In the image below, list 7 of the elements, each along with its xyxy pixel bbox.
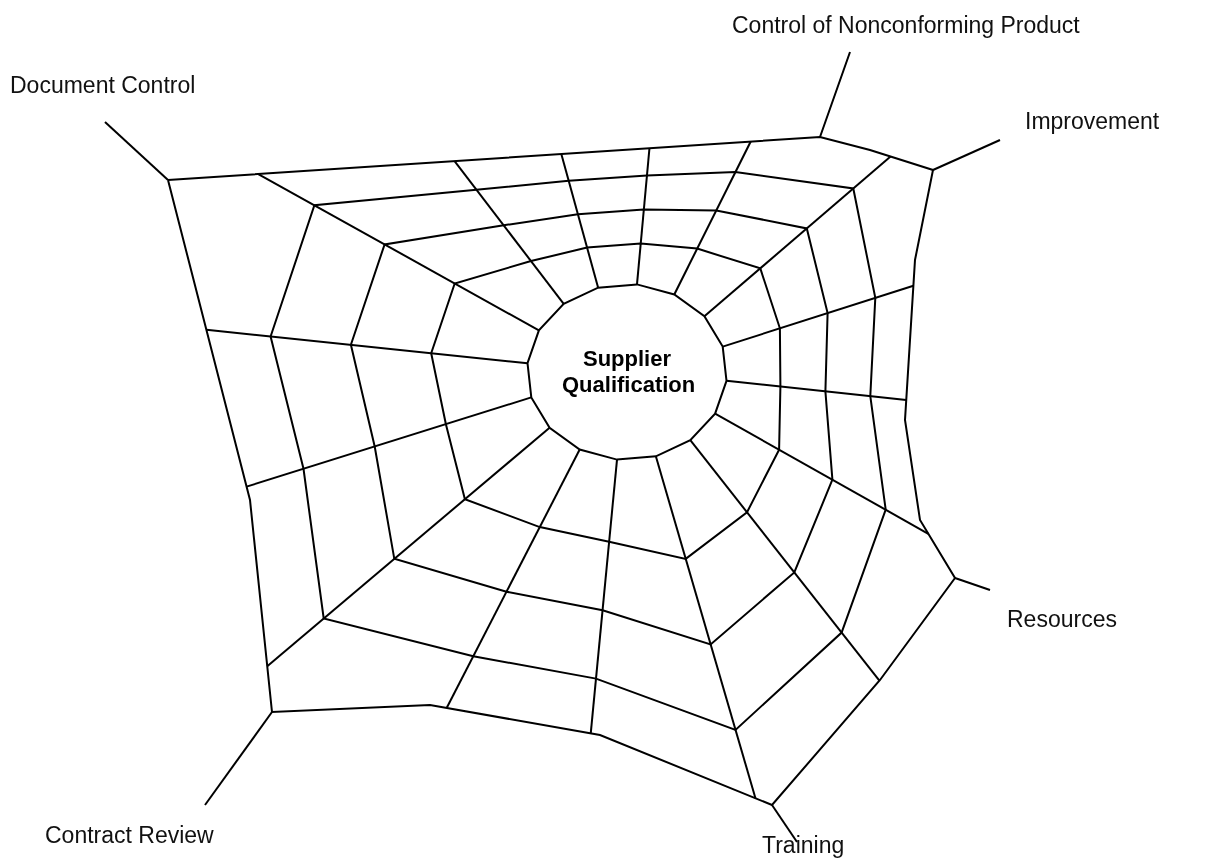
thread-label: Resources xyxy=(1007,606,1117,633)
thread-label: Control of Nonconforming Product xyxy=(732,12,1080,39)
hub-title: Supplier Qualification xyxy=(562,346,692,398)
thread-label: Document Control xyxy=(10,72,196,99)
thread-label: Contract Review xyxy=(45,822,214,849)
thread-label: Training xyxy=(762,832,845,859)
thread-label: Improvement xyxy=(1025,108,1160,135)
